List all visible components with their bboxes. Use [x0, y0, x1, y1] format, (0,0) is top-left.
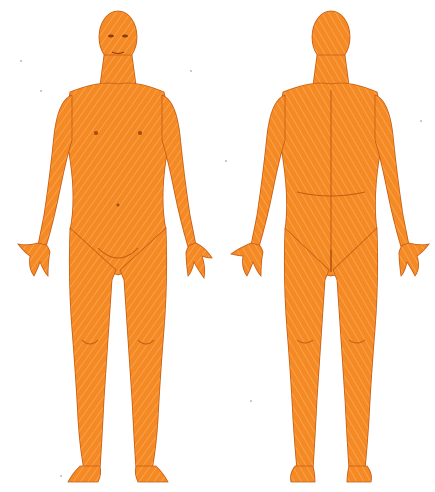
- background-speck: [20, 60, 22, 62]
- back-left-hand: [231, 243, 263, 276]
- front-left-arm: [38, 95, 72, 247]
- front-right-eye: [122, 35, 128, 38]
- front-figure-panel: [0, 0, 218, 492]
- background-speck: [60, 475, 62, 477]
- back-right-leg: [333, 228, 378, 470]
- back-body: [231, 11, 429, 482]
- front-left-nipple: [94, 131, 98, 135]
- background-speck: [225, 160, 227, 162]
- front-right-arm: [162, 95, 196, 247]
- front-left-foot: [68, 466, 101, 482]
- front-right-foot: [135, 466, 168, 482]
- front-right-nipple: [138, 131, 142, 135]
- back-body-figure: [217, 0, 435, 492]
- front-right-hand: [186, 243, 212, 278]
- back-right-hand: [399, 243, 429, 276]
- back-left-foot: [291, 466, 316, 482]
- background-speck: [250, 400, 252, 402]
- front-right-leg: [120, 228, 167, 470]
- front-neck: [100, 55, 136, 85]
- front-body-figure: [0, 0, 218, 492]
- front-left-leg: [69, 228, 116, 470]
- back-figure-panel: [217, 0, 435, 492]
- front-left-eye: [108, 35, 114, 38]
- back-left-arm: [251, 95, 285, 247]
- back-right-foot: [347, 466, 372, 482]
- background-speck: [420, 120, 422, 122]
- back-neck: [313, 55, 349, 85]
- front-left-hand: [18, 243, 50, 276]
- back-right-arm: [375, 95, 409, 247]
- background-speck: [40, 90, 42, 92]
- back-left-leg: [284, 228, 329, 470]
- front-body: [18, 11, 212, 482]
- background-speck: [190, 70, 192, 72]
- front-navel: [117, 204, 120, 207]
